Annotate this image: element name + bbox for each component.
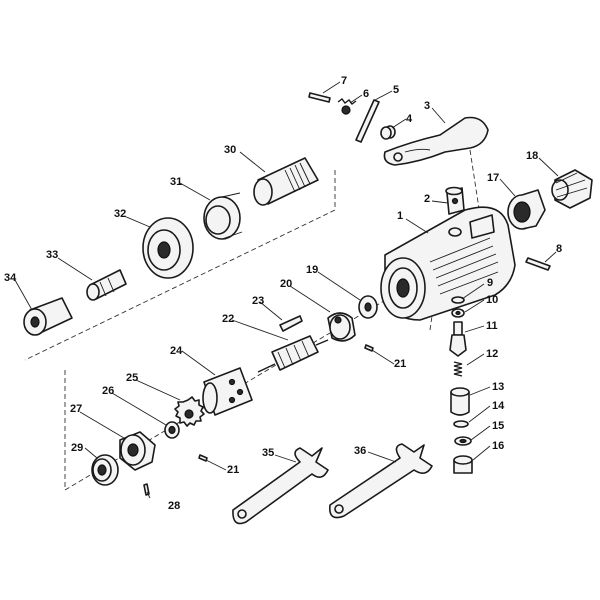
callout-35: 35 (262, 447, 274, 459)
callout-7: 7 (341, 75, 347, 87)
callout-13: 13 (492, 381, 504, 393)
callout-21b: 21 (227, 464, 239, 476)
part-gear-washer (174, 396, 205, 427)
leader-lines (14, 81, 559, 499)
callout-18: 18 (526, 150, 538, 162)
callout-15: 15 (492, 420, 504, 432)
callout-25: 25 (126, 372, 138, 384)
part-lever (383, 116, 489, 166)
part-blade (279, 315, 303, 332)
callout-9: 9 (487, 277, 493, 289)
callout-22: 22 (222, 313, 234, 325)
part-collet (86, 269, 127, 301)
part-screw-28 (143, 483, 150, 496)
callout-21a: 21 (394, 358, 406, 370)
part-collet-nut (142, 217, 194, 279)
callout-33: 33 (46, 249, 58, 261)
callout-31: 31 (170, 176, 182, 188)
part-wrench-35 (232, 447, 329, 525)
part-spindle-sleeve (253, 157, 319, 206)
callout-8: 8 (556, 243, 562, 255)
callout-2: 2 (424, 193, 430, 205)
callout-10: 10 (486, 294, 498, 306)
part-housing (380, 206, 516, 321)
callout-12: 12 (486, 348, 498, 360)
callout-34: 34 (4, 272, 17, 284)
part-pin-8 (525, 257, 551, 271)
part-valve-stack (449, 296, 473, 474)
callout-5: 5 (393, 84, 399, 96)
part-collar (507, 189, 546, 230)
callout-32: 32 (114, 208, 126, 220)
callout-24: 24 (170, 345, 183, 357)
callout-20: 20 (280, 278, 292, 290)
callout-17: 17 (487, 172, 499, 184)
callout-29: 29 (71, 442, 83, 454)
callout-19: 19 (306, 264, 318, 276)
part-lock-ring (203, 192, 243, 240)
callout-16: 16 (492, 440, 504, 452)
part-bushing (380, 125, 396, 140)
part-spring-pin (355, 99, 380, 143)
callout-23: 23 (252, 295, 264, 307)
callout-6: 6 (363, 88, 369, 100)
callout-26: 26 (102, 385, 114, 397)
callout-36: 36 (354, 445, 366, 457)
callout-3: 3 (424, 100, 430, 112)
part-bearing-29 (91, 454, 119, 486)
callout-27: 27 (70, 403, 82, 415)
part-spring-small (337, 98, 357, 115)
part-pin-7 (308, 92, 331, 103)
part-inlet-fitting (551, 169, 593, 209)
callout-labels: 1 2 3 4 5 6 7 8 9 10 11 12 13 14 15 16 1… (4, 75, 562, 512)
part-nut (119, 431, 156, 471)
part-end-plate (202, 367, 253, 416)
callout-1: 1 (397, 210, 403, 222)
callout-28: 28 (168, 500, 180, 512)
part-bearing-26 (164, 421, 180, 439)
callout-30: 30 (224, 144, 236, 156)
part-adapter (23, 297, 73, 336)
part-wrench-36 (328, 443, 433, 519)
callout-11: 11 (486, 320, 498, 332)
part-washer-19 (358, 295, 378, 319)
part-cylinder (327, 312, 356, 342)
part-screw-21 (198, 344, 374, 462)
part-block (445, 186, 465, 215)
callout-14: 14 (492, 400, 505, 412)
callout-4: 4 (406, 113, 413, 125)
part-rotor (257, 335, 329, 373)
